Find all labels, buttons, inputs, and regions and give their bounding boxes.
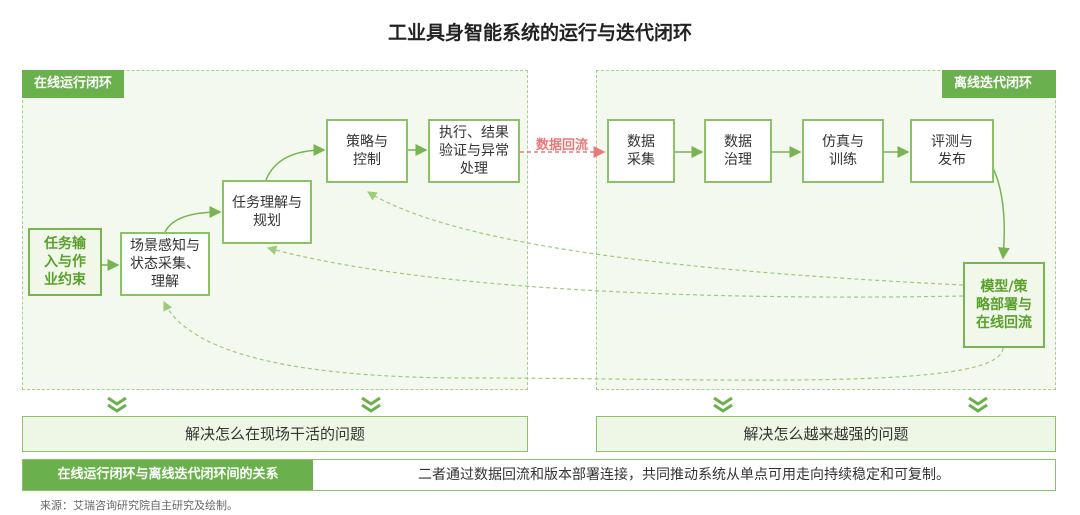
offline-summary-bar: 解决怎么越来越强的问题 (596, 416, 1056, 452)
node-task-input: 任务输入与作业约束 (28, 228, 102, 296)
source-note: 来源：艾瑞咨询研究院自主研究及绘制。 (40, 499, 238, 512)
feedback-to-control (366, 191, 964, 286)
arrow-perception-to-planning (164, 206, 222, 233)
chevron-down-icon (107, 396, 127, 413)
node-simulation-training: 仿真与训练 (802, 119, 884, 183)
node-evaluation-release: 评测与发布 (910, 119, 994, 183)
offline-loop-tag: 离线迭代闭环 (942, 70, 1056, 98)
arrow-planning-to-control (265, 144, 326, 181)
node-data-governance: 数据治理 (704, 119, 772, 183)
arrow-evaluation-to-deploy (992, 167, 1010, 260)
node-data-collect: 数据采集 (607, 119, 675, 183)
node-planning: 任务理解与规划 (222, 180, 312, 244)
relation-label: 在线运行闭环与离线迭代闭环间的关系 (23, 460, 313, 490)
feedback-to-perception (163, 300, 1004, 381)
node-execution: 执行、结果验证与异常处理 (428, 119, 520, 183)
online-summary-bar: 解决怎么在现场干活的问题 (22, 416, 528, 452)
online-loop-tag: 在线运行闭环 (22, 70, 125, 98)
feedback-to-planning (266, 245, 964, 298)
chevron-down-icon (713, 396, 733, 413)
relation-row: 在线运行闭环与离线迭代闭环间的关系 二者通过数据回流和版本部署连接，共同推动系统… (22, 459, 1056, 491)
node-perception: 场景感知与状态采集、理解 (120, 232, 210, 296)
relation-text: 二者通过数据回流和版本部署连接，共同推动系统从单点可用走向持续稳定和可复制。 (418, 467, 950, 483)
data-backflow-label: 数据回流 (535, 138, 588, 153)
chevron-down-icon (361, 396, 381, 413)
diagram-title: 工业具身智能系统的运行与迭代闭环 (387, 22, 692, 44)
node-model-deploy: 模型/策略部署与在线回流 (963, 262, 1045, 348)
node-control: 策略与控制 (326, 119, 408, 183)
chevron-down-icon (968, 396, 988, 413)
